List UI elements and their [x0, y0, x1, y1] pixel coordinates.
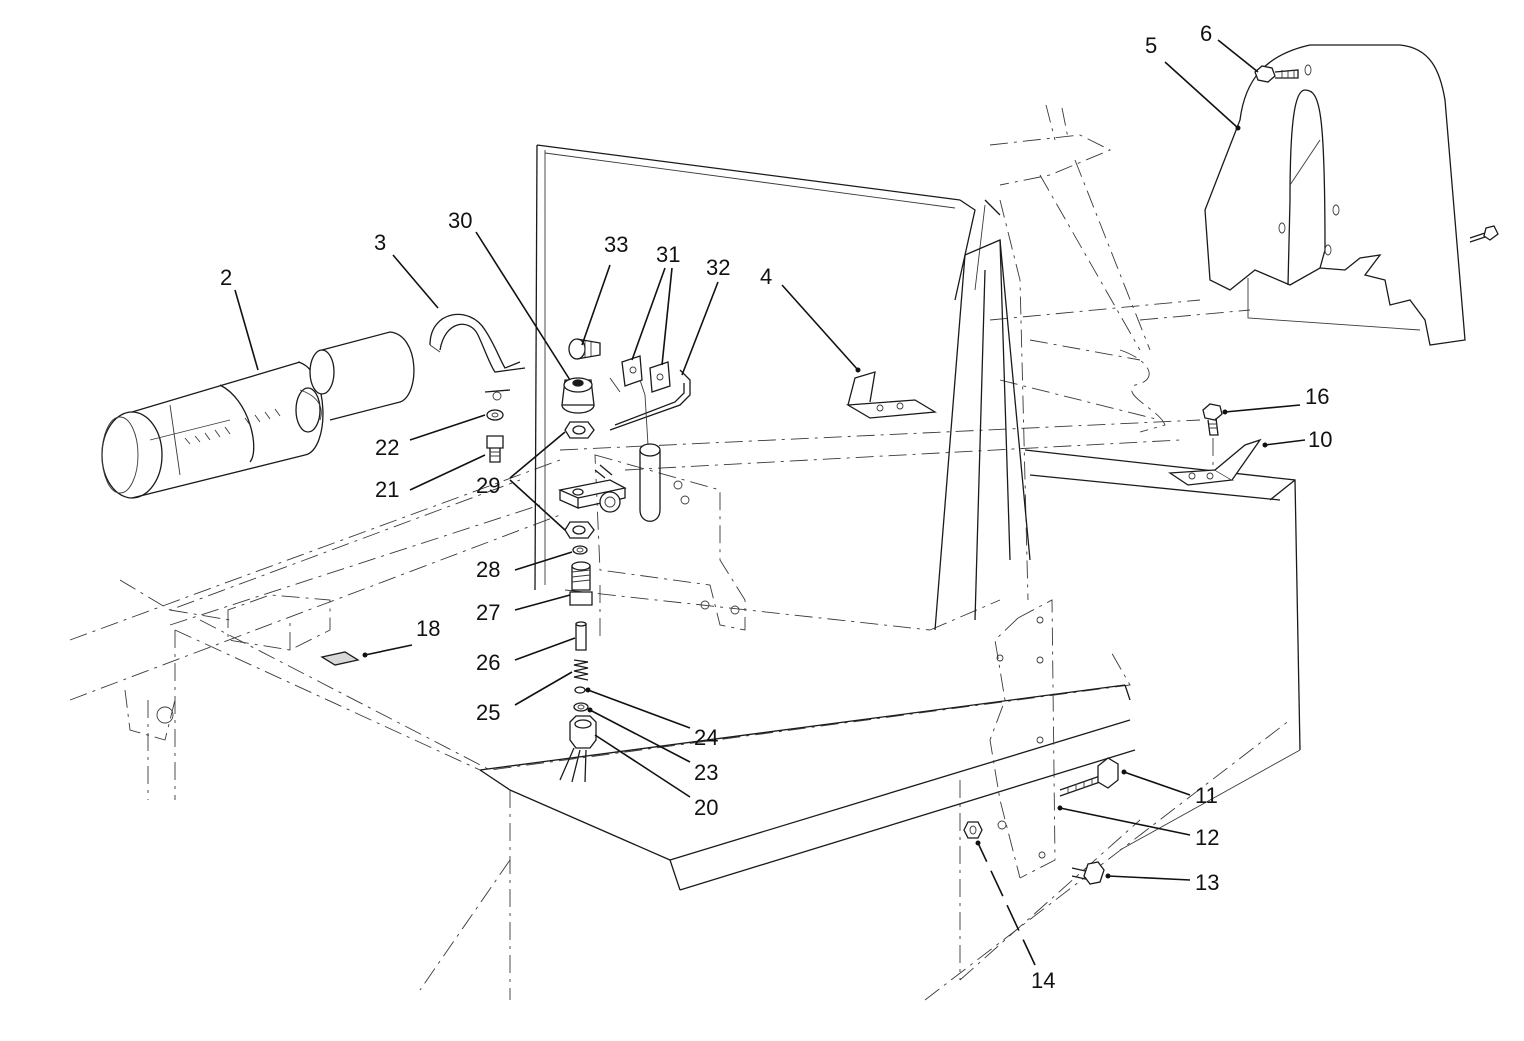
callout-21: 21 [375, 477, 399, 502]
part-6-bolt [1254, 65, 1299, 83]
part-25-spring [573, 659, 589, 681]
part-23-washer [573, 702, 589, 712]
body-panel-outline [479, 144, 1301, 891]
part-32-rod [609, 369, 691, 446]
callout-11: 11 [1195, 783, 1218, 808]
callout-24: 24 [694, 725, 718, 750]
callout-27: 27 [476, 600, 500, 625]
callout-30: 30 [448, 208, 472, 233]
part-21-bolt [486, 435, 504, 463]
callout-2: 2 [220, 265, 232, 290]
part-12-side-plate [989, 599, 1056, 879]
part-30-grommet [561, 377, 595, 414]
part-31-clips [621, 355, 671, 393]
part-24-ring [574, 686, 586, 694]
callout-26: 26 [476, 650, 500, 675]
callout-labels: 2 3 30 33 31 32 4 5 6 16 10 22 21 29 28 … [220, 21, 1332, 993]
callout-20: 20 [694, 795, 718, 820]
callout-16: 16 [1305, 384, 1329, 409]
callout-31: 31 [656, 242, 680, 267]
part-14-nut [963, 821, 983, 839]
callout-6: 6 [1200, 21, 1212, 46]
part-27-threaded-body [569, 561, 593, 606]
part-20-switch-housing [559, 715, 597, 783]
part-16-bolt [1202, 403, 1223, 470]
callout-3: 3 [374, 230, 386, 255]
part-2-filter-housing [101, 361, 324, 499]
leader-dots [362, 125, 1268, 879]
callout-4: 4 [760, 264, 772, 289]
chassis-phantom-lines [69, 104, 1291, 1001]
part-26-pin [575, 621, 587, 651]
part-11-bolt [1059, 757, 1119, 797]
switch-bracket [557, 464, 627, 513]
part-2-filter-sleeve [295, 331, 415, 433]
leader-lines [234, 39, 1306, 966]
part-29-nut-upper [564, 421, 595, 439]
callout-32: 32 [706, 255, 730, 280]
callout-22: 22 [375, 435, 399, 460]
callout-13: 13 [1195, 870, 1219, 895]
center-mounting-plate [594, 454, 746, 631]
part-5-shroud [1139, 44, 1466, 346]
callout-5: 5 [1145, 33, 1157, 58]
part-29-nut-lower [564, 521, 595, 539]
part-28-washer [572, 545, 588, 555]
callout-12: 12 [1195, 825, 1219, 850]
part-18-tab [320, 651, 360, 666]
callout-14: 14 [1031, 968, 1055, 993]
part-22-washer [486, 409, 504, 421]
callout-25: 25 [476, 700, 500, 725]
part-3-clamp [429, 313, 526, 401]
part-13-bolt [1071, 861, 1105, 885]
shroud-side-bolt [1469, 225, 1499, 243]
callout-33: 33 [604, 232, 628, 257]
part-4-bracket [845, 371, 938, 419]
part-33-screw [568, 338, 601, 360]
callout-18: 18 [416, 616, 440, 641]
callout-29: 29 [476, 473, 500, 498]
part-10-bracket [1168, 438, 1262, 486]
callout-23: 23 [694, 760, 718, 785]
callout-28: 28 [476, 557, 500, 582]
actuator-plunger [639, 443, 661, 522]
callout-10: 10 [1308, 427, 1332, 452]
